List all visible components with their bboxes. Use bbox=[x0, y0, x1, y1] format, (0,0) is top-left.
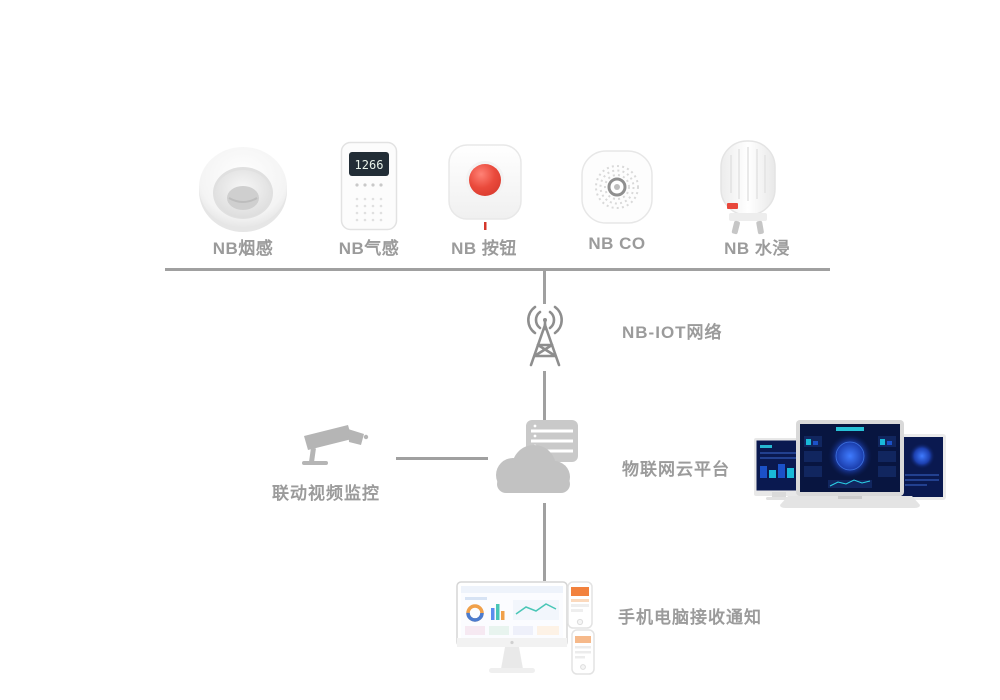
network-label: NB-IOT网络 bbox=[622, 323, 723, 342]
notification-clients bbox=[455, 580, 605, 681]
device-water-leak-sensor bbox=[713, 139, 783, 240]
device-label-co: NB CO bbox=[588, 234, 646, 253]
connector-bus-to-antenna bbox=[543, 271, 546, 304]
water-leak-sensor-icon bbox=[720, 140, 776, 235]
co-detector-icon bbox=[581, 150, 653, 224]
device-label-water: NB 水浸 bbox=[724, 239, 790, 258]
device-co-detector bbox=[580, 148, 654, 231]
connector-antenna-to-cloud bbox=[543, 371, 546, 421]
antenna-tower-icon bbox=[527, 305, 563, 367]
connector-cloud-to-clients bbox=[543, 503, 546, 581]
smoke-detector-icon bbox=[199, 147, 287, 232]
device-label-button: NB 按钮 bbox=[451, 239, 517, 258]
device-bus-line bbox=[165, 268, 830, 271]
cloud-server-icon bbox=[496, 420, 578, 493]
notify-label: 手机电脑接收通知 bbox=[618, 608, 762, 627]
device-label-smoke: NB烟感 bbox=[212, 239, 274, 258]
device-panic-button bbox=[446, 143, 524, 236]
iot-cloud-platform bbox=[486, 418, 582, 509]
panic-button-icon bbox=[448, 144, 522, 230]
gas-display-value: 1266 bbox=[355, 158, 384, 172]
gas-sensor-icon: 1266 bbox=[340, 141, 398, 231]
dashboard-screens bbox=[750, 418, 950, 515]
nbiot-antenna bbox=[503, 299, 587, 376]
device-label-gas: NB气感 bbox=[338, 239, 400, 258]
device-gas-sensor: 1266 bbox=[340, 141, 398, 236]
cctv-camera bbox=[296, 420, 372, 481]
connector-camera-to-cloud bbox=[396, 457, 488, 460]
camera-label: 联动视频监控 bbox=[272, 484, 380, 503]
cctv-camera-icon bbox=[302, 425, 369, 465]
cloud-label: 物联网云平台 bbox=[622, 460, 730, 479]
dashboard-screens-image bbox=[754, 420, 946, 508]
desktop-and-phones-image bbox=[456, 581, 595, 675]
device-smoke-detector bbox=[197, 142, 289, 239]
